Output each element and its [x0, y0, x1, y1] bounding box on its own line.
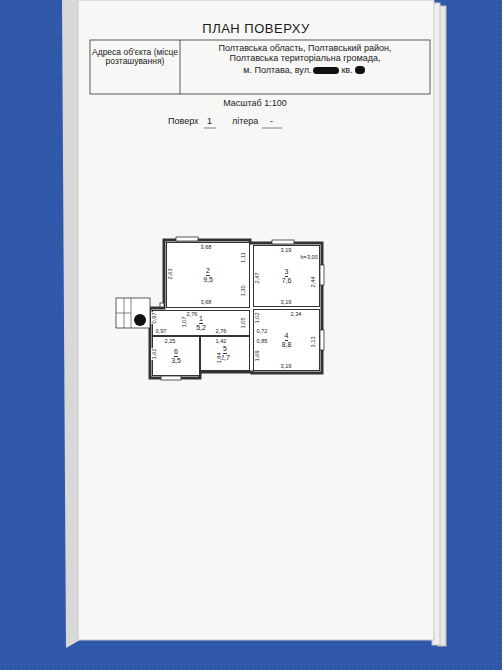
dimension-label: 1,42 [215, 338, 227, 344]
dimension-label: 2,76 [186, 311, 198, 317]
dimension-label: 3,19 [280, 363, 292, 369]
dimension-label: 1,02 [254, 312, 260, 324]
dimension-label: 0,97 [155, 328, 167, 334]
window [176, 237, 198, 241]
room-area: 8,8 [282, 341, 292, 349]
window [160, 303, 164, 307]
dimension-label: 0,97 [151, 312, 157, 324]
room-area: 9,5 [203, 276, 213, 284]
dimension-label: 3,19 [280, 299, 292, 305]
dimension-label: 1,11 [240, 252, 246, 263]
window [320, 265, 324, 285]
dimension-label: 0,72 [256, 328, 268, 334]
scale-text: Масштаб 1:100 [223, 98, 287, 108]
dimension-label: 2,47 [254, 272, 260, 284]
outer-wall [150, 240, 322, 378]
room-number: 4 [285, 332, 289, 341]
room-area: 5,2 [196, 324, 206, 332]
dimension-label: 3,68 [200, 299, 212, 305]
redaction-mark [313, 67, 339, 74]
room-number: 5 [223, 345, 227, 354]
dimension-label: 2,63 [167, 268, 173, 280]
room-number: 2 [206, 267, 210, 276]
table-divider [180, 40, 181, 94]
room-area: 3,5 [171, 357, 181, 365]
page-title: ПЛАН ПОВЕРХУ [0, 22, 502, 36]
address-line: Полтавська область, Полтавський район, [182, 44, 428, 54]
step [116, 313, 131, 314]
address-part: м. Полтава, вул. [243, 65, 311, 75]
room-area: 7,6 [282, 277, 292, 285]
window [320, 330, 324, 350]
room-number: 3 [285, 268, 289, 277]
entrance-steps [116, 298, 150, 328]
floor-field: - [270, 117, 273, 127]
room-outline: 63,5 [152, 336, 200, 376]
redaction-mark [355, 66, 365, 74]
dimension-label: 3,19 [280, 247, 292, 253]
dimension-label: 3,13 [310, 336, 316, 348]
address-cell: Адреса об'єкта (місце розташування) [92, 48, 178, 67]
address-line: м. Полтава, вул. кв. [182, 64, 428, 76]
scale-line: Масштаб 1:100 [78, 98, 432, 109]
dimension-label: 1,84 [216, 352, 222, 364]
room-number: 1 [199, 315, 203, 324]
floor-field: Поверх [168, 117, 199, 127]
dimension-label: 1,30 [240, 285, 246, 297]
address-table [90, 40, 430, 94]
underline [204, 128, 216, 129]
dimension-label: 2,34 [290, 311, 302, 317]
dimension-label: 1,05 [240, 317, 246, 329]
address-value: Полтавська область, Полтавський район,По… [182, 44, 428, 76]
dimension-label: 2,76 [215, 328, 227, 334]
dimension-label: h=3,00 [300, 254, 318, 260]
window [161, 376, 181, 380]
paper-sheet [78, 0, 434, 640]
dimension-label: 2,25 [164, 338, 176, 344]
window [272, 240, 294, 244]
address-line: Полтавська територіальна громада, [182, 54, 428, 64]
dimension-label: 0,85 [256, 338, 268, 344]
underline [262, 128, 282, 129]
dimension-label: 3,68 [200, 244, 212, 250]
table-header-cell: Адреса об'єкта (місце розташування) [92, 48, 178, 67]
floor-field: 1 [207, 117, 212, 127]
floor-field: літера [232, 117, 258, 127]
room-number: 6 [174, 348, 178, 357]
dimension-label: 1,62 [151, 348, 157, 360]
dimension-label: 1,69 [254, 350, 260, 362]
address-part: кв. [341, 65, 352, 75]
redaction-dot [134, 314, 146, 326]
dimension-label: 2,44 [310, 276, 316, 288]
dimension-label: 1,07 [181, 316, 187, 328]
